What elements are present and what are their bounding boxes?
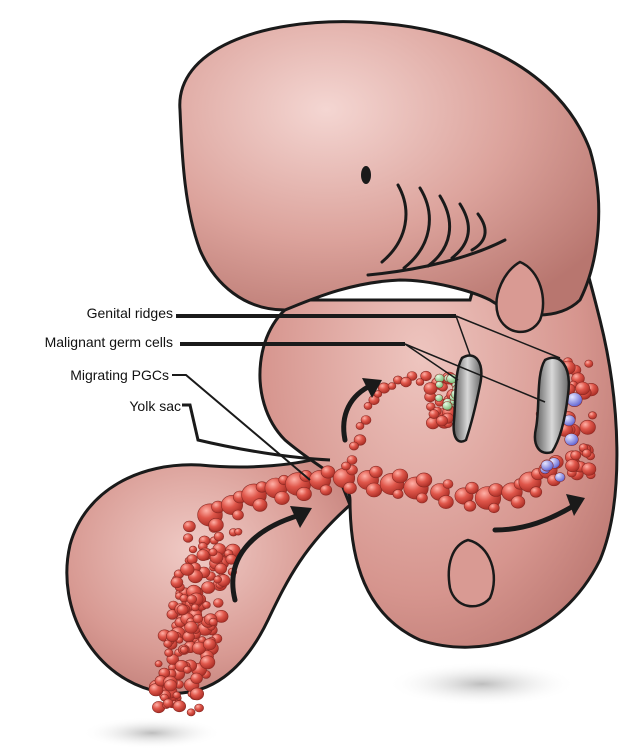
germ-cell [344,482,357,494]
germ-cell [392,469,408,483]
germ-cell [164,680,177,691]
germ-cell [173,692,181,699]
germ-cell [214,532,224,541]
label-genital-ridges: Genital ridges [87,305,173,321]
germ-cell [195,704,204,712]
germ-cell [155,661,162,667]
germ-cell [209,618,217,626]
germ-cell [183,521,195,532]
germ-cell [429,410,439,419]
germ-cell [416,379,424,386]
germ-cell [209,518,224,531]
germ-cell [200,656,215,669]
germ-cell [588,412,596,419]
germ-cell [349,442,358,450]
germ-cell [571,451,581,460]
germ-cell [424,383,437,395]
germ-cell [576,382,590,395]
germ-cell [297,487,312,500]
germ-cell [366,483,382,497]
germ-cell [189,546,197,553]
germ-cell [197,550,209,561]
germ-cell [187,709,195,716]
germ-cell [185,622,198,634]
germ-cell [541,460,553,471]
ground-shadow-right [387,662,577,706]
germ-cell [181,563,195,575]
germ-cell [580,420,596,434]
germ-cell [443,480,453,489]
embryo-head [180,22,599,315]
germ-cell [165,649,173,657]
germ-cell [511,496,525,508]
germ-cell [442,402,452,411]
germ-cell [183,666,191,673]
germ-cell [166,631,178,642]
germ-cell [190,688,203,700]
germ-cell [187,595,197,604]
germ-cell [341,462,350,470]
germ-cell [435,395,443,402]
germ-cell [321,466,335,478]
germ-cell [209,549,217,556]
germ-cell [530,487,542,498]
germ-cell [180,646,188,653]
germ-cell [233,510,244,520]
germ-cell [183,534,193,543]
germ-cell [193,614,203,623]
germ-cell [203,639,216,650]
germ-cell [585,360,593,367]
germ-cell [213,599,223,608]
germ-cell [565,433,579,445]
germ-cell [417,493,428,503]
ground-shadow-left [82,717,222,749]
germ-cell [235,528,242,535]
label-malignant-germ-cells: Malignant germ cells [45,334,173,350]
germ-cell [388,383,396,390]
germ-cell [364,402,372,409]
germ-cell [215,563,227,574]
germ-cell [173,701,186,712]
germ-cell [320,485,332,495]
germ-cell [253,499,267,512]
germ-cell [489,484,504,497]
germ-cell [582,463,596,476]
germ-cell [436,381,444,388]
germ-cell [191,673,203,684]
germ-cell [163,699,173,708]
label-yolk-sac: Yolk sac [129,398,181,414]
germ-cell [370,466,383,478]
label-migrating-pgcs: Migrating PGCs [70,367,169,383]
germ-cell [582,449,591,457]
germ-cell [439,495,454,508]
germ-cell [489,503,500,513]
germ-cell [416,473,432,487]
germ-cell [202,582,215,594]
germ-cell [555,473,565,482]
germ-cell [466,482,479,494]
germ-cell [177,605,188,615]
germ-cell [275,491,290,504]
germ-cell [171,577,183,588]
germ-cell [401,377,412,387]
germ-cell [356,422,364,429]
germ-cell [214,576,222,583]
germ-cell [464,501,476,512]
germ-cell [393,489,403,498]
germ-cell [566,459,580,471]
eye-icon [361,166,371,184]
germ-cell [203,602,211,609]
germ-cell [191,604,199,611]
